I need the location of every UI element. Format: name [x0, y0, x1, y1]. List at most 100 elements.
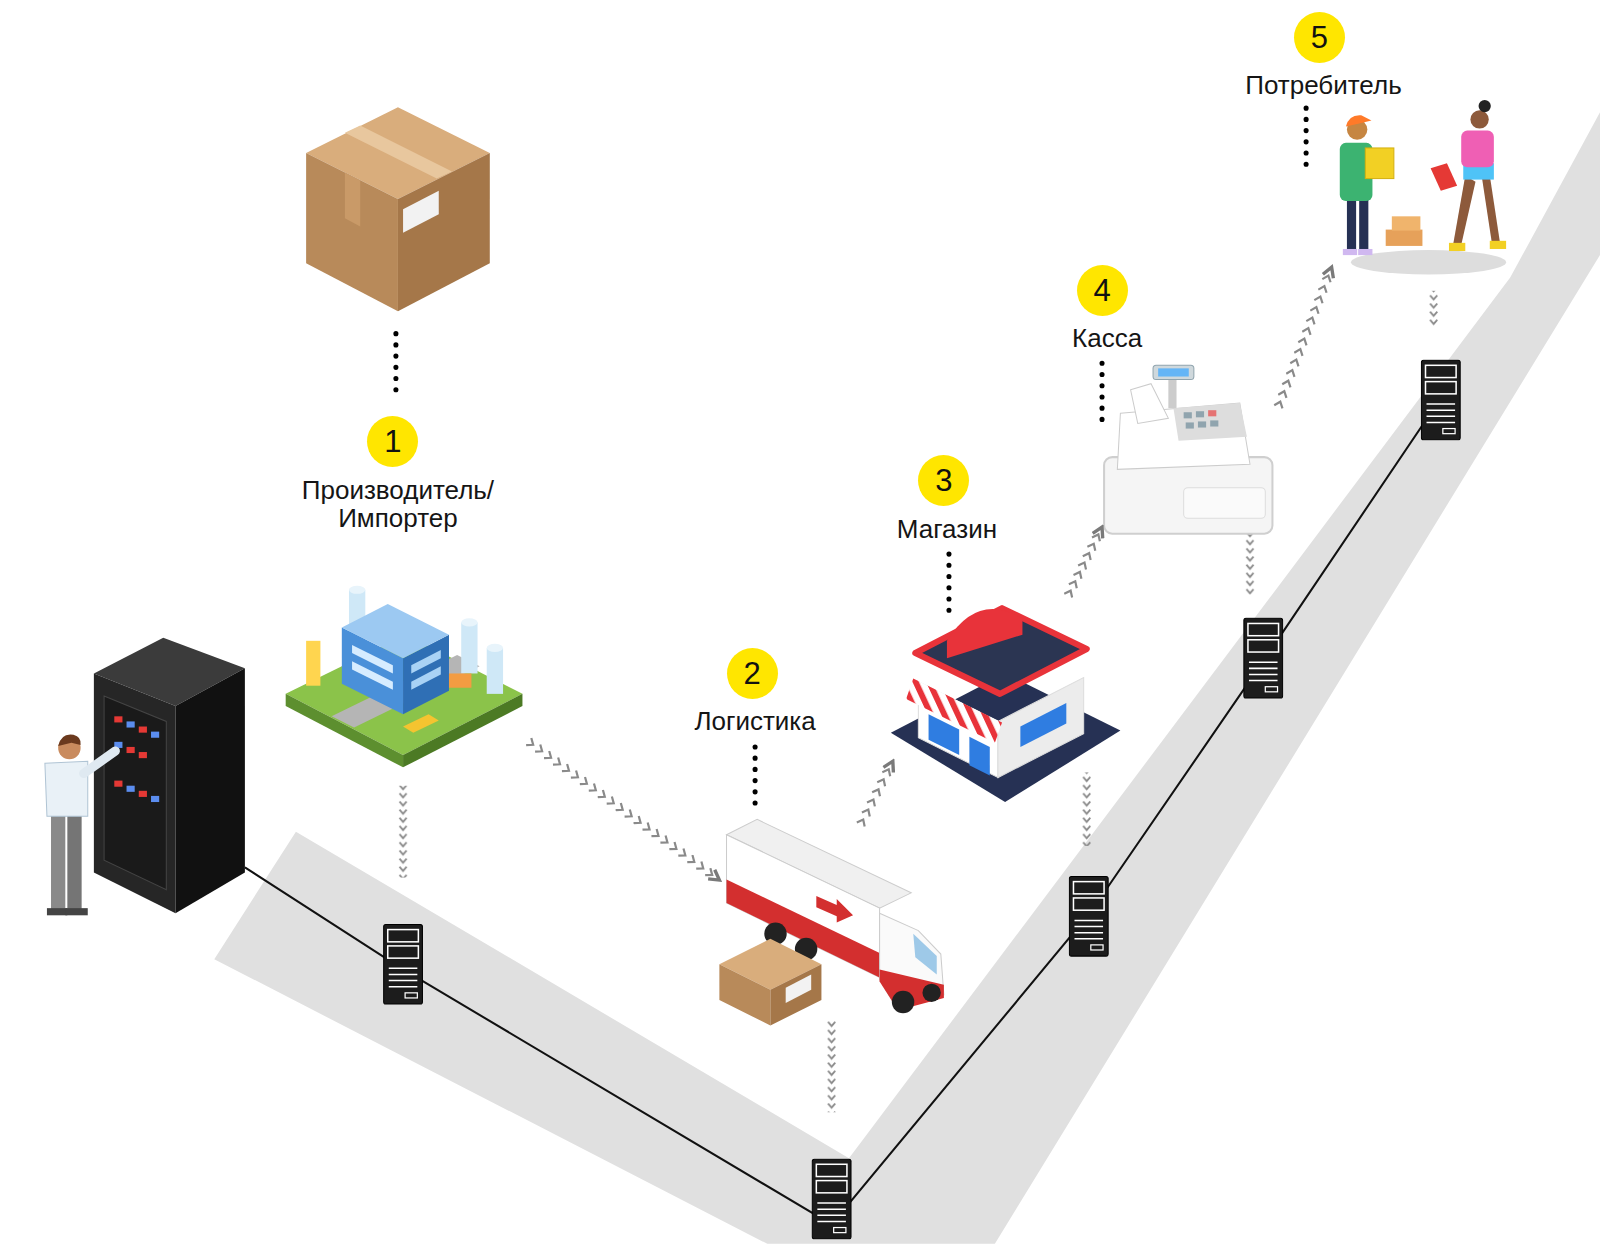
silo	[349, 586, 365, 594]
clipboard	[1431, 163, 1458, 191]
receipt	[1131, 384, 1169, 424]
shoe	[1449, 243, 1465, 251]
small-truck	[403, 714, 439, 732]
tower	[306, 641, 320, 686]
chevron-arrow	[1082, 772, 1092, 845]
leg	[1359, 199, 1368, 252]
windows	[352, 661, 393, 690]
stage-node: 5Потребитель	[1332, 107, 1514, 275]
store-roof	[915, 608, 1086, 694]
leader-line	[753, 747, 758, 806]
server-rack	[94, 638, 245, 914]
wheel	[922, 984, 940, 1002]
callout-number: 1	[367, 416, 418, 467]
store-window	[1020, 703, 1066, 747]
key	[1208, 410, 1216, 416]
wheel	[892, 991, 914, 1013]
rack-led	[151, 732, 159, 738]
shirt	[1461, 131, 1494, 168]
flow-arrow	[522, 737, 719, 880]
callout-number: 4	[1077, 265, 1128, 316]
chevron-arrow	[398, 786, 408, 878]
display	[1153, 365, 1194, 379]
silo	[487, 644, 503, 652]
display-pole	[1168, 378, 1176, 409]
leg	[67, 811, 81, 911]
hair	[1479, 100, 1491, 112]
factory	[286, 586, 523, 768]
store-dome	[947, 609, 1023, 658]
key	[1186, 422, 1194, 428]
leader-line	[1099, 363, 1104, 420]
silo	[461, 622, 477, 673]
store-window	[929, 714, 960, 755]
box-right	[770, 964, 821, 1025]
rack-led	[151, 796, 159, 802]
stage-label: Логистика	[622, 707, 887, 736]
box-label	[403, 191, 439, 233]
trailer-arrow	[816, 896, 853, 923]
rack-led	[139, 791, 147, 797]
rack-led	[114, 716, 122, 722]
key	[1198, 421, 1206, 427]
arm	[84, 751, 116, 773]
box-label	[786, 974, 812, 1003]
key	[1184, 412, 1192, 418]
data-down-arrows	[398, 291, 1439, 1112]
stage-label: Магазин	[814, 515, 1079, 544]
stage-label: Касса	[974, 324, 1239, 353]
rack-led	[127, 786, 135, 792]
truck	[719, 819, 943, 1025]
box-left	[306, 153, 398, 311]
rack-led	[114, 781, 122, 787]
server-icon	[1244, 618, 1283, 698]
server-icon	[1069, 877, 1108, 957]
stage-node: 3Магазин	[893, 602, 1123, 801]
server-icon	[1421, 360, 1460, 440]
shoe	[1358, 249, 1372, 255]
stage-node: 4Касса	[1102, 362, 1275, 535]
leg	[1482, 176, 1500, 243]
stage-node: 2Логистика	[719, 832, 949, 1026]
cash-register	[1104, 365, 1272, 533]
server-icons	[384, 360, 1461, 1239]
flow-arrow	[1276, 267, 1332, 414]
box-left	[719, 964, 770, 1025]
callout-number: 5	[1294, 12, 1345, 63]
leader-line	[1304, 108, 1309, 168]
box-tape	[345, 172, 360, 226]
shoe	[47, 908, 67, 915]
drawer-front	[1184, 488, 1266, 519]
box-tape	[345, 126, 452, 179]
callout-number: 3	[918, 455, 969, 506]
stage-label: Потребитель	[1191, 71, 1456, 100]
head	[1470, 110, 1488, 128]
technician	[45, 734, 115, 915]
shoe	[1343, 249, 1357, 255]
server-icon	[384, 924, 423, 1004]
rack-panel	[104, 696, 166, 890]
rack-led	[127, 721, 135, 727]
chevron-arrow	[1429, 291, 1439, 327]
leader-line	[393, 334, 398, 393]
callout-number: 2	[727, 648, 778, 699]
server-icon	[812, 1159, 851, 1239]
store	[891, 608, 1121, 802]
network-wire	[245, 398, 1441, 1225]
box-right	[398, 153, 490, 311]
connectors	[522, 267, 1331, 880]
shoe	[1490, 241, 1506, 249]
key	[1210, 420, 1218, 426]
display-screen	[1158, 368, 1189, 376]
flow-arrow	[857, 761, 893, 831]
silo	[487, 648, 503, 694]
store-door	[969, 737, 989, 776]
backbone-band	[214, 112, 1600, 1244]
consumers	[1340, 100, 1506, 274]
shirt	[45, 761, 88, 816]
silo	[461, 618, 477, 626]
parcel	[1386, 230, 1423, 246]
rack-led	[127, 747, 135, 753]
